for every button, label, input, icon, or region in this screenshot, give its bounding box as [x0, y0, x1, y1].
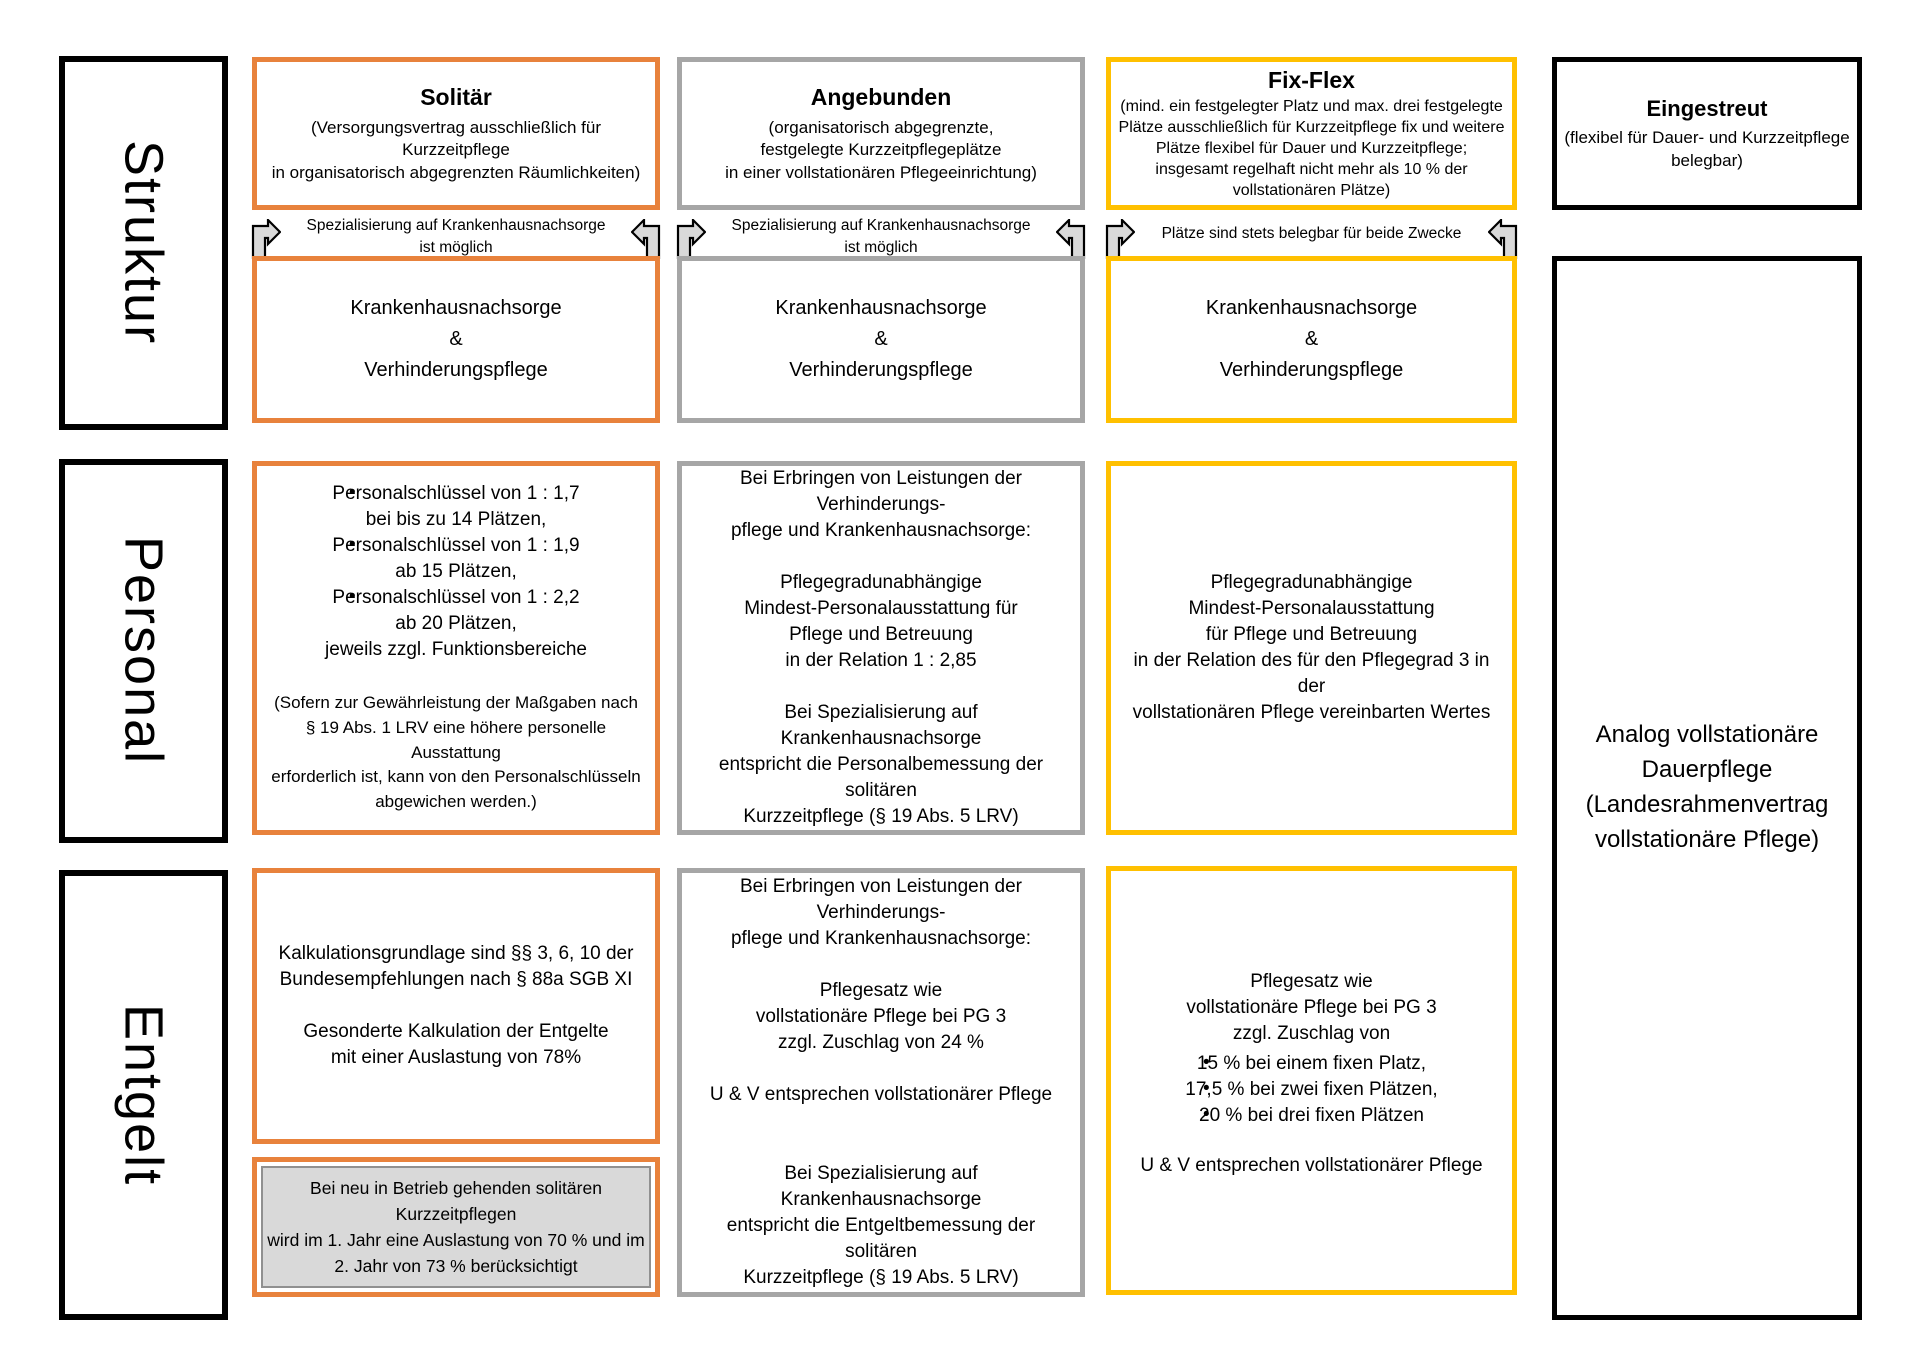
- paragraph: Pflegegradunabhängige Mindest-Personalau…: [744, 571, 1018, 671]
- header-solitaer: Solitär (Versorgungsvertrag ausschließli…: [252, 57, 660, 210]
- personal-box-solitaer: • Personalschlüssel von 1 : 1,7 bei bis …: [252, 461, 660, 835]
- personal-box-fixflex: Pflegegradunabhängige Mindest-Personalau…: [1106, 461, 1517, 835]
- list-item: • Personalschlüssel von 1 : 1,7 bei bis …: [332, 482, 580, 531]
- list-item: • 17,5 % bei zwei fixen Plätzen,: [1125, 1077, 1498, 1103]
- personal-box-angebunden: Bei Erbringen von Leistungen der Verhind…: [677, 461, 1085, 835]
- strip-angebunden: Spezialisierung auf Krankenhausnachsorge…: [675, 210, 1087, 259]
- paragraph: Bei Spezialisierung auf Krankenhausnachs…: [718, 702, 1044, 828]
- paragraph: U & V entsprechen vollstationärer Pflege: [709, 1084, 1053, 1105]
- strip-fixflex: Plätze sind stets belegbar für beide Zwe…: [1104, 210, 1519, 259]
- entgelt-box-fixflex: Pflegesatz wie vollstationäre Pflege bei…: [1106, 866, 1517, 1295]
- row-label-personal-box: Personal: [59, 459, 228, 843]
- row-label-struktur-box: Struktur: [59, 56, 228, 430]
- strip-angebunden-label: Spezialisierung auf Krankenhausnachsorge…: [731, 217, 1031, 256]
- header-angebunden-title: Angebunden: [810, 83, 952, 110]
- struktur-box-solitaer: Krankenhausnachsorge & Verhinderungspfle…: [252, 256, 660, 423]
- header-eingestreut-sub: (flexibel für Dauer- und Kurzzeitpflege …: [1564, 128, 1850, 170]
- header-fixflex: Fix-Flex (mind. ein festgelegter Platz u…: [1106, 57, 1517, 210]
- entgelt-box-solitaer: Kalkulationsgrundlage sind §§ 3, 6, 10 d…: [252, 868, 660, 1144]
- struktur-box-angebunden: Krankenhausnachsorge & Verhinderungspfle…: [677, 256, 1085, 423]
- bullet-icon: •: [349, 586, 356, 608]
- header-fixflex-sub: (mind. ein festgelegter Platz und max. d…: [1118, 98, 1505, 199]
- eingestreut-panel: Analog vollstationäre Dauerpflege (Lande…: [1552, 256, 1862, 1320]
- strip-solitaer-label: Spezialisierung auf Krankenhausnachsorge…: [306, 217, 606, 256]
- header-fixflex-title: Fix-Flex: [1268, 66, 1355, 93]
- row-label-entgelt-box: Entgelt: [59, 870, 228, 1320]
- entgelt-note-solitaer: Bei neu in Betrieb gehenden solitären Ku…: [252, 1157, 660, 1297]
- list-item: • Personalschlüssel von 1 : 2,2 ab 20 Pl…: [332, 586, 580, 635]
- entgelt-fixflex-bullets: • 15 % bei einem fixen Platz, • 17,5 % b…: [1125, 1051, 1498, 1129]
- header-angebunden-sub: (organisatorisch abgegrenzte, festgelegt…: [725, 117, 1037, 182]
- bent-arrow-right-icon: [250, 219, 281, 259]
- paragraph: Kalkulationsgrundlage sind §§ 3, 6, 10 d…: [278, 942, 634, 990]
- struktur-box-fixflex: Krankenhausnachsorge & Verhinderungspfle…: [1106, 256, 1517, 423]
- paragraph: Pflegesatz wie vollstationäre Pflege bei…: [755, 979, 1007, 1053]
- row-label-entgelt: Entgelt: [113, 1003, 174, 1187]
- header-solitaer-title: Solitär: [420, 83, 492, 110]
- paragraph: Gesonderte Kalkulation der Entgelte mit …: [303, 1021, 609, 1069]
- personal-solitaer-suffix: jeweils zzgl. Funktionsbereiche: [325, 639, 587, 661]
- row-label-struktur: Struktur: [113, 140, 174, 346]
- personal-solitaer-note: (Sofern zur Gewährleistung der Maßgaben …: [271, 693, 641, 812]
- bent-arrow-right-icon: [1104, 219, 1135, 259]
- bent-arrow-left-icon: [1056, 219, 1087, 259]
- personal-solitaer-bullets: • Personalschlüssel von 1 : 1,7 bei bis …: [271, 481, 641, 637]
- row-label-personal: Personal: [113, 536, 174, 766]
- bullet-icon: •: [1203, 1078, 1210, 1099]
- bullet-icon: •: [1203, 1104, 1210, 1126]
- bent-arrow-right-icon: [675, 219, 706, 259]
- strip-fixflex-label: Plätze sind stets belegbar für beide Zwe…: [1161, 225, 1462, 242]
- bent-arrow-left-icon: [1488, 219, 1519, 259]
- bullet-icon: •: [349, 482, 356, 504]
- header-eingestreut: Eingestreut (flexibel für Dauer- und Kur…: [1552, 57, 1862, 210]
- list-item: • Personalschlüssel von 1 : 1,9 ab 15 Pl…: [332, 534, 580, 583]
- entgelt-box-angebunden: Bei Erbringen von Leistungen der Verhind…: [677, 868, 1085, 1297]
- paragraph: Bei Erbringen von Leistungen der Verhind…: [730, 875, 1031, 949]
- paragraph: Bei Erbringen von Leistungen der Verhind…: [730, 467, 1031, 541]
- bullet-icon: •: [1203, 1051, 1210, 1073]
- header-solitaer-sub: (Versorgungsvertrag ausschließlich für K…: [271, 117, 641, 182]
- header-angebunden: Angebunden (organisatorisch abgegrenzte,…: [677, 57, 1085, 210]
- list-item: • 15 % bei einem fixen Platz,: [1125, 1051, 1498, 1077]
- paragraph: U & V entsprechen vollstationärer Pflege: [1140, 1155, 1483, 1177]
- strip-solitaer: Spezialisierung auf Krankenhausnachsorge…: [250, 210, 662, 259]
- bent-arrow-left-icon: [631, 219, 662, 259]
- paragraph: Bei Spezialisierung auf Krankenhausnachs…: [726, 1163, 1036, 1289]
- bullet-icon: •: [349, 534, 356, 556]
- header-eingestreut-title: Eingestreut: [1646, 95, 1768, 121]
- entgelt-note-solitaer-text: Bei neu in Betrieb gehenden solitären Ku…: [261, 1166, 651, 1288]
- list-item: • 20 % bei drei fixen Plätzen: [1125, 1103, 1498, 1129]
